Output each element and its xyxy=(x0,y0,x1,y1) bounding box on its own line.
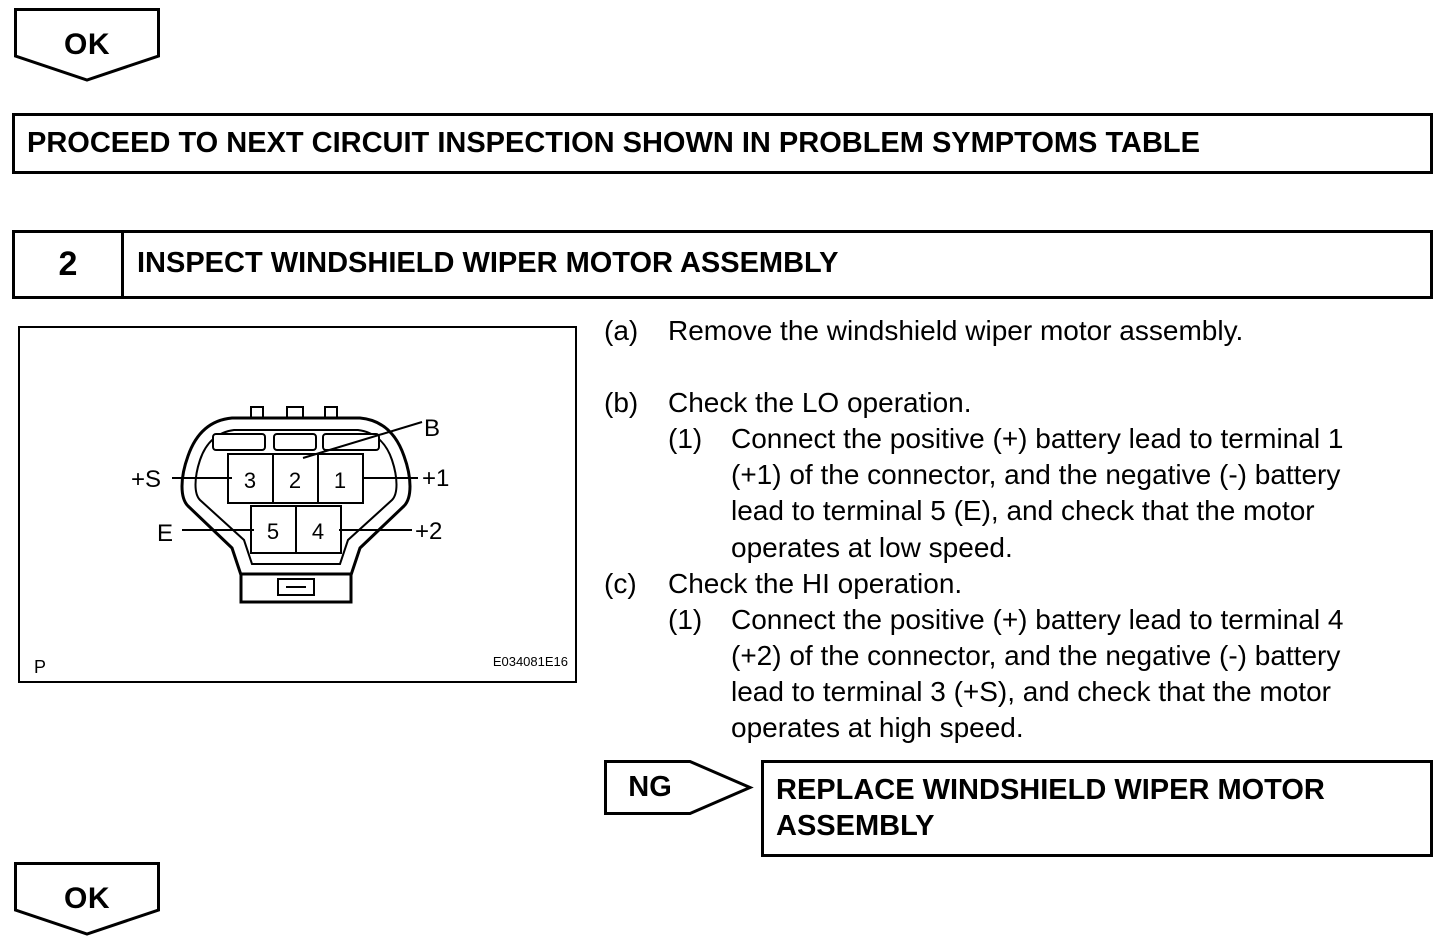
callout-e: E xyxy=(157,520,173,547)
step-header: 2 INSPECT WINDSHIELD WIPER MOTOR ASSEMBL… xyxy=(12,230,1433,299)
callout-b: B xyxy=(424,415,440,442)
terminal-number: 5 xyxy=(267,519,279,544)
sub-marker-c1: (1) xyxy=(668,604,703,635)
key-slot xyxy=(322,433,380,451)
callout-plus-s: +S xyxy=(131,466,161,493)
connector-body-inner xyxy=(194,429,398,565)
terminal-cell-5 xyxy=(250,505,297,554)
key-slot xyxy=(212,433,266,451)
instruction-c1-line: (+2) of the connector, and the negative … xyxy=(731,640,1341,671)
connector-diagram: 3 2 1 5 4 B +S +1 E +2 P E034081E16 xyxy=(18,326,577,683)
marker-c: (c) xyxy=(604,568,637,599)
arrow-tag-shape xyxy=(604,760,754,815)
ok-result-tag-top: OK xyxy=(14,8,162,82)
key-slot xyxy=(273,433,317,451)
callout-plus-2: +2 xyxy=(415,518,442,545)
replace-action-line: REPLACE WINDSHIELD WIPER MOTOR xyxy=(776,774,1325,806)
instruction-b1-line: (+1) of the connector, and the negative … xyxy=(731,459,1341,490)
proceed-box: PROCEED TO NEXT CIRCUIT INSPECTION SHOWN… xyxy=(12,113,1433,174)
terminal-number: 1 xyxy=(334,468,346,493)
ng-result-tag: NG xyxy=(604,760,754,816)
replace-action-line: ASSEMBLY xyxy=(776,810,935,842)
terminal-number: 2 xyxy=(289,468,301,493)
instruction-c1-line: Connect the positive (+) battery lead to… xyxy=(731,604,1344,635)
instruction-b1-line: operates at low speed. xyxy=(731,532,1013,563)
ok-label: OK xyxy=(64,882,110,915)
instruction-b1-line: lead to terminal 5 (E), and check that t… xyxy=(731,495,1315,526)
terminal-cell-1 xyxy=(317,453,364,504)
step-number: 2 xyxy=(15,233,124,296)
terminal-cell-3 xyxy=(227,453,274,504)
ng-label: NG xyxy=(628,771,672,803)
sub-marker-b1: (1) xyxy=(668,423,703,454)
instruction-c1-line: operates at high speed. xyxy=(731,712,1024,743)
instruction-b: Check the LO operation. xyxy=(668,387,972,418)
instruction-c: Check the HI operation. xyxy=(668,568,963,599)
terminal-number: 4 xyxy=(312,519,324,544)
marker-b: (b) xyxy=(604,387,639,418)
instruction-a: Remove the windshield wiper motor assemb… xyxy=(668,315,1244,346)
ok-result-tag-bottom: OK xyxy=(14,862,162,936)
figure-code: E034081E16 xyxy=(493,654,568,669)
chevron-tag-shape xyxy=(14,862,160,936)
instruction-b1-line: Connect the positive (+) battery lead to… xyxy=(731,423,1344,454)
ok-label: OK xyxy=(64,28,110,61)
leader-line-b xyxy=(302,421,423,459)
terminal-cell-2 xyxy=(272,453,319,504)
callout-plus-1: +1 xyxy=(422,465,449,492)
terminal-cell-4 xyxy=(295,505,342,554)
instruction-c1-line: lead to terminal 3 (+S), and check that … xyxy=(731,676,1331,707)
connector-illustration: 3 2 1 5 4 B +S +1 E +2 P E034081E16 xyxy=(34,406,568,677)
chevron-tag-shape xyxy=(14,8,160,82)
replace-action-box: REPLACE WINDSHIELD WIPER MOTOR ASSEMBLY xyxy=(761,760,1433,857)
corner-label: P xyxy=(34,657,46,677)
proceed-text: PROCEED TO NEXT CIRCUIT INSPECTION SHOWN… xyxy=(27,127,1200,159)
marker-a: (a) xyxy=(604,315,639,346)
terminal-number: 3 xyxy=(244,468,256,493)
step-title: INSPECT WINDSHIELD WIPER MOTOR ASSEMBLY xyxy=(137,247,839,279)
